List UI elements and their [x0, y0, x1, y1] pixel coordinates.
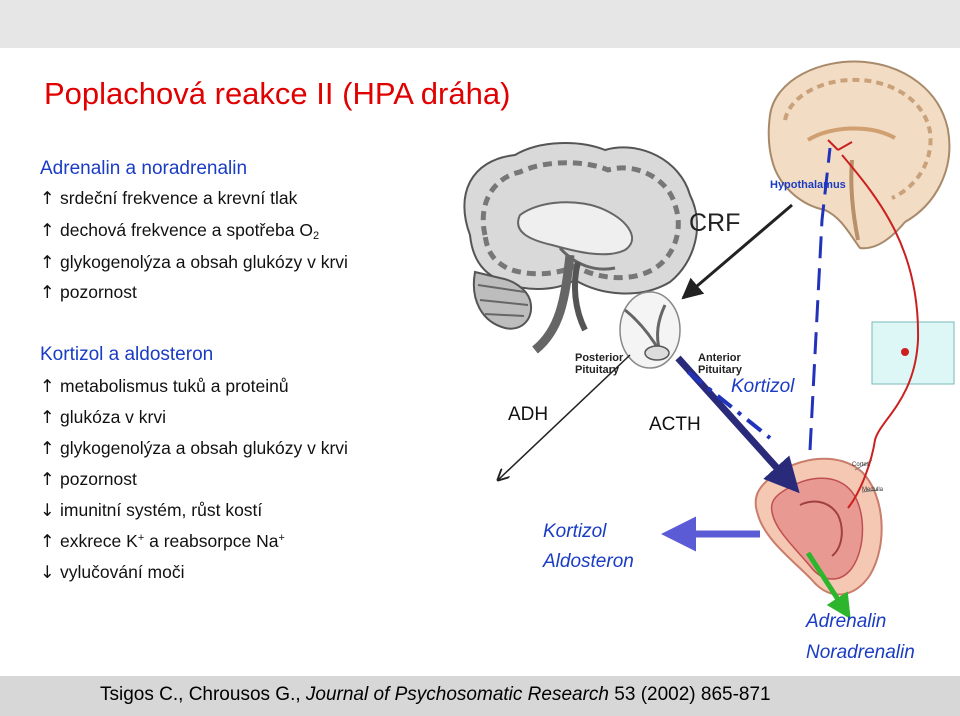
medulla-label: Medulla — [862, 487, 884, 493]
top-bar — [0, 0, 960, 48]
citation: Tsigos C., Chrousos G., Journal of Psych… — [100, 684, 771, 706]
item-text: exkrece K — [60, 531, 138, 551]
feedback-dashed-line — [808, 147, 832, 451]
cortex-label: Cortex — [852, 462, 870, 468]
anterior-pituitary-line1: Anterior — [698, 352, 741, 364]
item-text: pozornost — [60, 282, 137, 302]
kidney-icon — [871, 321, 955, 385]
list-item: ↑glykogenolýza a obsah glukózy v krvi — [40, 438, 348, 460]
section2-heading: Kortizol a aldosteron — [40, 344, 214, 365]
slide-title: Poplachová reakce II (HPA dráha) — [44, 76, 511, 111]
arrow-up-icon: ↑ — [40, 189, 55, 209]
arrow-up-icon: ↑ — [40, 283, 55, 303]
list-item: ↑pozornost — [40, 469, 137, 491]
posterior-pituitary-line1: Posterior — [575, 352, 624, 364]
citation-authors: Tsigos C., Chrousos G., — [100, 684, 306, 705]
adrenal-gland-illustration — [754, 457, 883, 596]
item-superscript: + — [137, 532, 145, 544]
crf-arrow — [681, 203, 793, 300]
item-text: dechová frekvence a spotřeba O — [60, 220, 313, 240]
list-item: ↓imunitní systém, růst kostí — [40, 500, 262, 522]
list-item: ↑glykogenolýza a obsah glukózy v krvi — [40, 252, 348, 274]
citation-details: 53 (2002) 865-871 — [609, 684, 771, 705]
aldosteron-label: Aldosteron — [543, 551, 634, 572]
anterior-pituitary-label: Anterior Pituitary — [698, 352, 742, 376]
posterior-pituitary-label: Posterior Pituitary — [575, 352, 623, 376]
brain-small-illustration — [767, 60, 951, 250]
crf-label: CRF — [689, 209, 741, 237]
section1-heading: Adrenalin a noradrenalin — [40, 158, 248, 179]
arrow-up-icon: ↑ — [40, 470, 55, 490]
sympathetic-nerve-line — [841, 154, 920, 509]
list-item: ↑metabolismus tuků a proteinů — [40, 376, 289, 398]
item-text: glukóza v krvi — [60, 407, 167, 427]
brain-large-illustration — [463, 142, 698, 354]
item-text: pozornost — [60, 469, 137, 489]
adh-arrow — [498, 354, 631, 480]
adrenalin-label: Adrenalin — [806, 611, 887, 632]
arrow-up-icon: ↑ — [40, 221, 55, 241]
arrow-down-icon: ↓ — [40, 563, 55, 583]
arrow-up-icon: ↑ — [40, 253, 55, 273]
noradrenalin-label: Noradrenalin — [806, 642, 915, 663]
arrow-up-icon: ↑ — [40, 408, 55, 428]
acth-label: ACTH — [649, 414, 701, 435]
footer-bar — [0, 676, 960, 716]
list-item: ↑dechová frekvence a spotřeba O2 — [40, 220, 319, 242]
kortizol-feedback-line — [686, 370, 772, 440]
adrenal-medulla-arrow — [805, 551, 851, 620]
adh-label: ADH — [508, 404, 549, 425]
nerve-end — [827, 139, 853, 151]
anterior-pituitary-line2: Pituitary — [698, 364, 743, 376]
item-text: glykogenolýza a obsah glukózy v krvi — [60, 252, 348, 272]
posterior-pituitary-line2: Pituitary — [575, 364, 620, 376]
kortizol-feedback-label: Kortizol — [731, 376, 795, 397]
item-text: a reabsorpce Na — [144, 531, 279, 551]
item-text: imunitní systém, růst kostí — [60, 500, 263, 520]
arrow-down-icon: ↓ — [40, 501, 55, 521]
arrow-up-icon: ↑ — [40, 377, 55, 397]
item-text: vylučování moči — [60, 562, 185, 582]
item-subscript: 2 — [312, 230, 320, 242]
list-item: ↑pozornost — [40, 282, 137, 304]
item-text: metabolismus tuků a proteinů — [60, 376, 289, 396]
item-text: srdeční frekvence a krevní tlak — [60, 188, 298, 208]
kortizol-label: Kortizol — [543, 521, 607, 542]
list-item: ↓vylučování moči — [40, 562, 185, 584]
hypothalamus-label: Hypothalamus — [770, 179, 846, 191]
item-superscript: + — [278, 532, 285, 544]
arrow-up-icon: ↑ — [40, 532, 55, 552]
item-text: glykogenolýza a obsah glukózy v krvi — [60, 438, 348, 458]
list-item: ↑glukóza v krvi — [40, 407, 166, 429]
arrow-up-icon: ↑ — [40, 439, 55, 459]
list-item: ↑exkrece K+ a reabsorpce Na+ — [40, 531, 285, 553]
citation-journal: Journal of Psychosomatic Research — [305, 684, 609, 705]
list-item: ↑srdeční frekvence a krevní tlak — [40, 188, 297, 210]
pituitary-illustration — [619, 291, 681, 369]
